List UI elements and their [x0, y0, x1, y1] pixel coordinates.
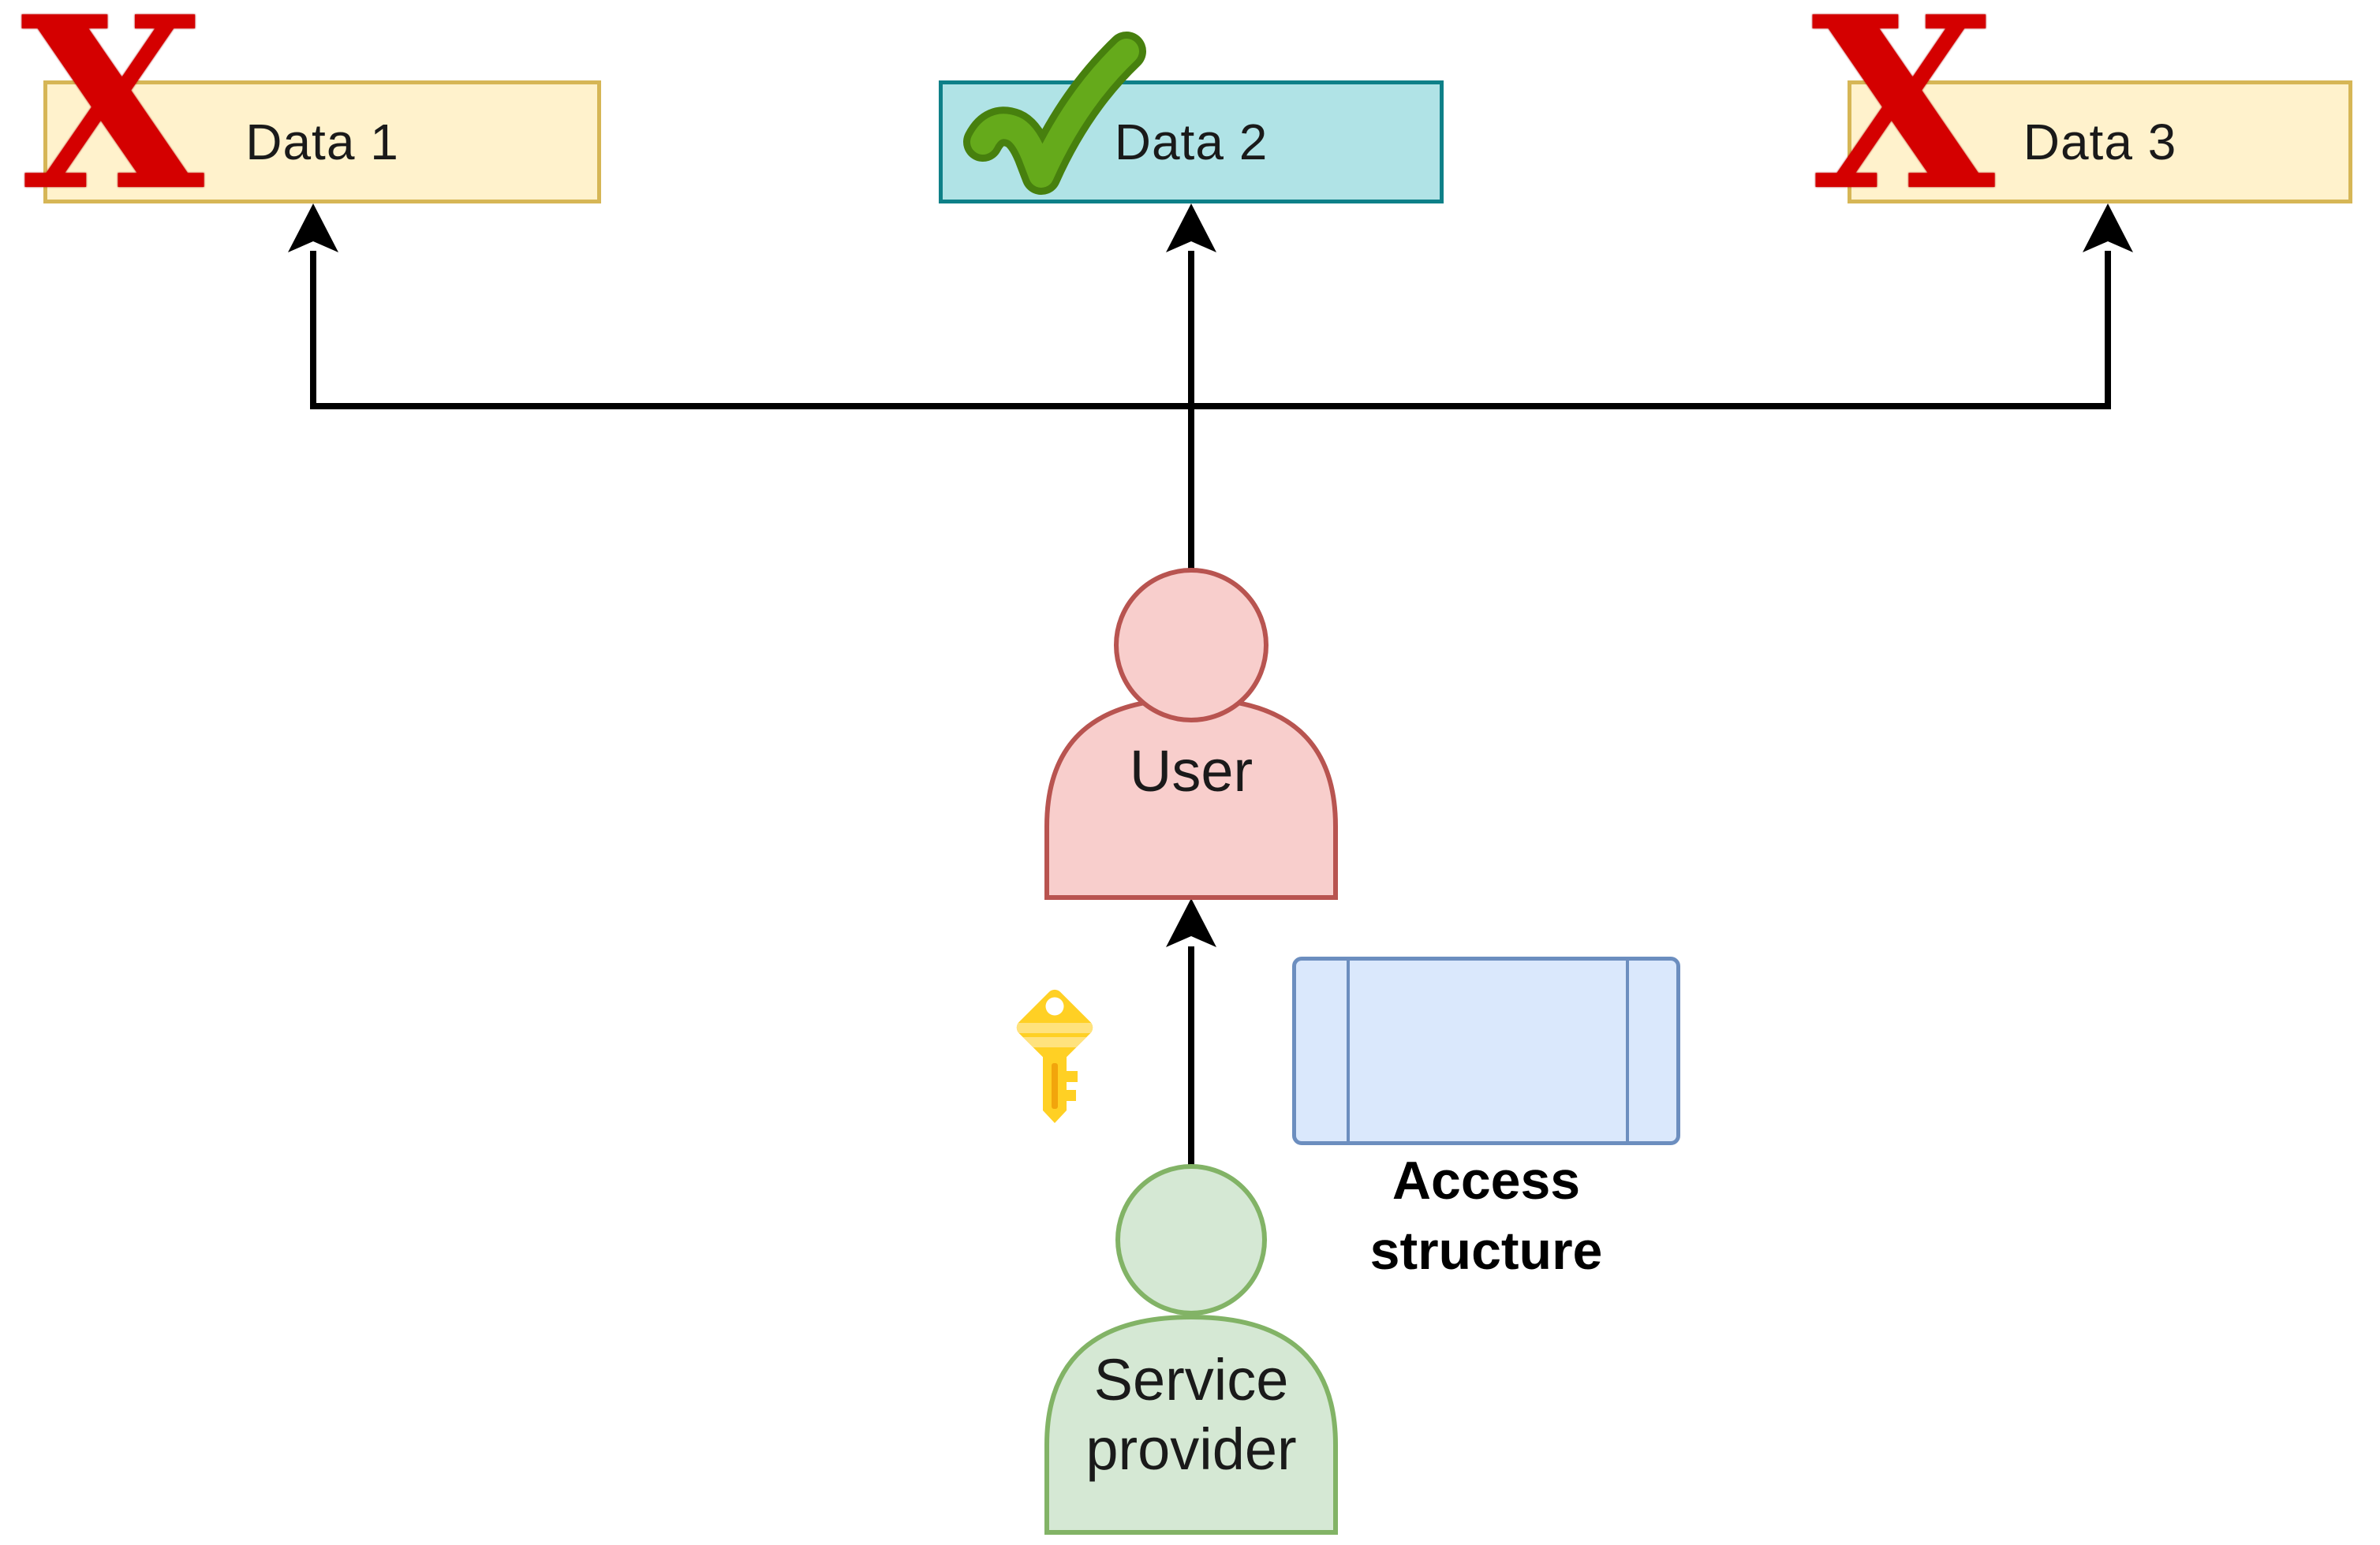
data-box-label: Data 1 — [245, 114, 399, 170]
access-structure-shape — [1292, 957, 1680, 1145]
data-box-3: Data 3 — [1848, 80, 2352, 203]
access-structure-label: Access structure — [1369, 1151, 1603, 1281]
data-box-label: Data 2 — [1114, 114, 1268, 170]
data-box-2: Data 2 — [939, 80, 1444, 203]
data-box-label: Data 3 — [2023, 114, 2177, 170]
access-structure-divider — [1347, 961, 1350, 1141]
service-provider-label: Service provider — [1085, 1347, 1297, 1482]
arrowhead — [288, 203, 2133, 947]
x-icon: X — [21, 0, 204, 243]
data-box-1: Data 1 — [43, 80, 601, 203]
user-figure — [1044, 568, 1338, 900]
user-label: User — [1129, 738, 1254, 804]
x-icon: X — [1811, 0, 1995, 243]
access-structure-divider — [1626, 961, 1629, 1141]
arrow-line — [310, 251, 2111, 1170]
key-icon — [1013, 989, 1097, 1123]
